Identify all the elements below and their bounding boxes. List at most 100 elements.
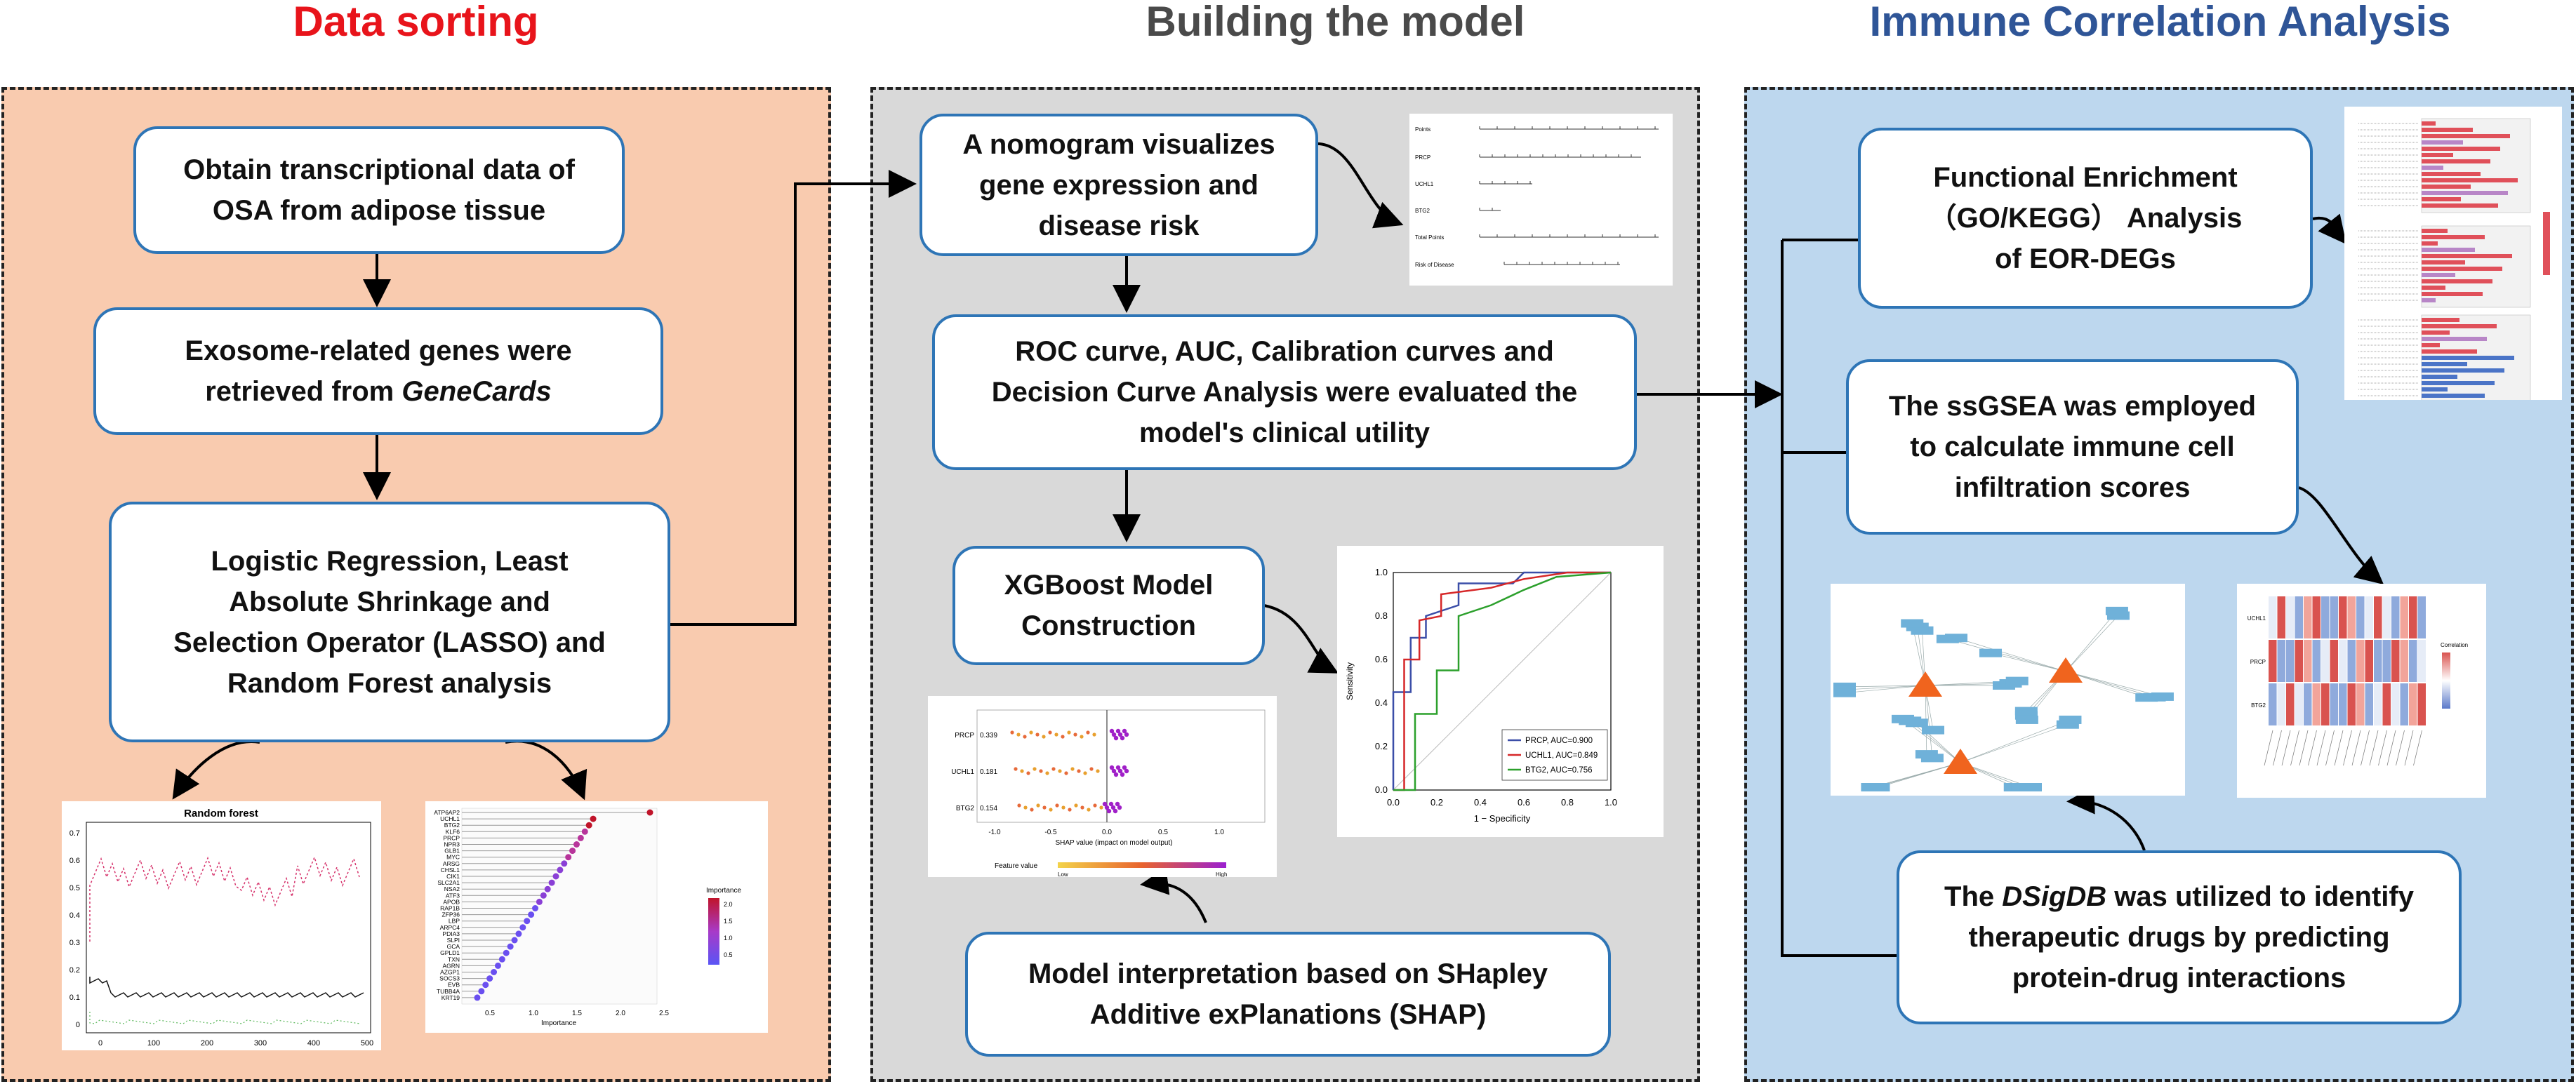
go-bar — [2422, 343, 2440, 347]
shap-point-low — [1074, 803, 1078, 808]
shap-point-low — [1029, 730, 1033, 735]
heat-cell — [2277, 596, 2285, 638]
shap-xtick: 1.0 — [1214, 829, 1224, 836]
go-bar — [2422, 349, 2477, 354]
roc-xtick: 0.4 — [1474, 797, 1487, 808]
go-bar — [2422, 368, 2504, 373]
shap-point-low — [1010, 730, 1014, 735]
go-bar — [2422, 153, 2453, 157]
heat-cell — [2312, 596, 2321, 638]
imp-gene-label: BTG2 — [444, 822, 460, 829]
heat-col-label — [2290, 730, 2299, 766]
shap-frame — [976, 709, 1266, 823]
heat-cell — [2374, 683, 2382, 725]
shap-point-low — [1023, 805, 1028, 810]
rf-xtick: 0 — [98, 1039, 102, 1048]
title-data-sorting: Data sorting — [293, 0, 539, 45]
imp-legend-title: Importance — [706, 887, 741, 895]
shap-point-high — [1115, 765, 1121, 770]
heat-col-label — [2396, 730, 2405, 766]
shap-point-low — [1092, 732, 1096, 737]
heat-cell — [2269, 640, 2277, 682]
shap-gene-value: 0.154 — [980, 805, 997, 812]
net-edge — [1844, 685, 1926, 690]
rf-ytick: 0.3 — [69, 939, 80, 947]
imp-gene-label: UCHL1 — [440, 815, 460, 822]
imp-gene-label: ATF3 — [446, 892, 460, 899]
shap-point-low — [1014, 767, 1018, 771]
imp-gene-label: SOCS3 — [439, 975, 460, 982]
shap-high-label: High — [1216, 871, 1227, 877]
shap-point-high — [1124, 768, 1129, 774]
shap-point-low — [1055, 803, 1059, 808]
shap-feature-label: Feature value — [995, 862, 1038, 870]
shap-point-high — [1120, 735, 1125, 741]
go-bar — [2422, 235, 2485, 239]
imp-point — [486, 975, 493, 982]
heat-col-label — [2369, 730, 2379, 766]
go-bar — [2422, 337, 2487, 341]
net-edge — [2065, 610, 2118, 672]
imp-gene-label: GPLD1 — [440, 949, 460, 956]
roc-ytick: 0.4 — [1375, 697, 1388, 708]
go-bar — [2422, 191, 2508, 195]
go-bar — [2422, 248, 2475, 252]
imp-point — [581, 828, 588, 835]
go-bar — [2422, 197, 2461, 201]
shap-point-low — [1042, 805, 1047, 810]
shap-point-high — [1122, 728, 1127, 734]
shap-gene-value: 0.339 — [980, 732, 997, 740]
imp-point — [524, 918, 531, 925]
imp-gene-label: PRCP — [443, 834, 460, 841]
shap-point-low — [1039, 769, 1043, 773]
rf-ytick: 0.2 — [69, 966, 80, 975]
heat-col-label — [2299, 730, 2309, 766]
heat-col-label — [2343, 730, 2352, 766]
shap-point-low — [1054, 732, 1058, 737]
title-building-model: Building the model — [1146, 0, 1525, 45]
heat-cell — [2409, 640, 2417, 682]
shap-point-high — [1117, 732, 1123, 737]
imp-xtick: 2.5 — [659, 1010, 669, 1017]
imp-gene-label: EVB — [448, 982, 460, 989]
net-drug-node — [1901, 619, 1924, 628]
imp-gene-label: GLB1 — [444, 848, 460, 855]
shap-xtick: 0.5 — [1158, 829, 1168, 836]
net-edge — [2065, 671, 2163, 697]
heat-cell — [2277, 683, 2285, 725]
box-lasso-random-forest: Logistic Regression, Least Absolute Shri… — [109, 502, 670, 742]
net-drug-node — [1861, 783, 1884, 791]
heat-cell — [2391, 596, 2400, 638]
roc-xtick: 0.2 — [1430, 797, 1443, 808]
go-bar — [2422, 375, 2457, 379]
heat-col-label — [2378, 730, 2387, 766]
rf-xtick: 400 — [307, 1039, 320, 1048]
rf-ytick: 0.1 — [69, 993, 80, 1002]
imp-gene-label: ATP6AP2 — [434, 809, 460, 816]
heat-cell — [2277, 640, 2285, 682]
rf-ytick: 0.4 — [69, 911, 80, 920]
shap-point-low — [1080, 805, 1084, 810]
go-bar — [2422, 394, 2485, 398]
heat-col-label — [2273, 730, 2282, 766]
rf-ytick: 0 — [76, 1021, 80, 1029]
heat-cell — [2269, 683, 2277, 725]
shap-point-low — [1068, 808, 1072, 812]
imp-gene-label: AZGP1 — [440, 969, 460, 976]
shap-point-high — [1106, 808, 1112, 814]
net-edge — [2065, 615, 2119, 672]
roc-ytick: 0.6 — [1375, 654, 1388, 664]
go-bar — [2422, 324, 2497, 328]
heat-cell — [2347, 640, 2356, 682]
imp-xlabel: Importance — [541, 1019, 576, 1027]
go-bar — [2422, 381, 2495, 385]
heat-cell — [2330, 640, 2338, 682]
rf-series-class0 — [89, 1012, 361, 1024]
